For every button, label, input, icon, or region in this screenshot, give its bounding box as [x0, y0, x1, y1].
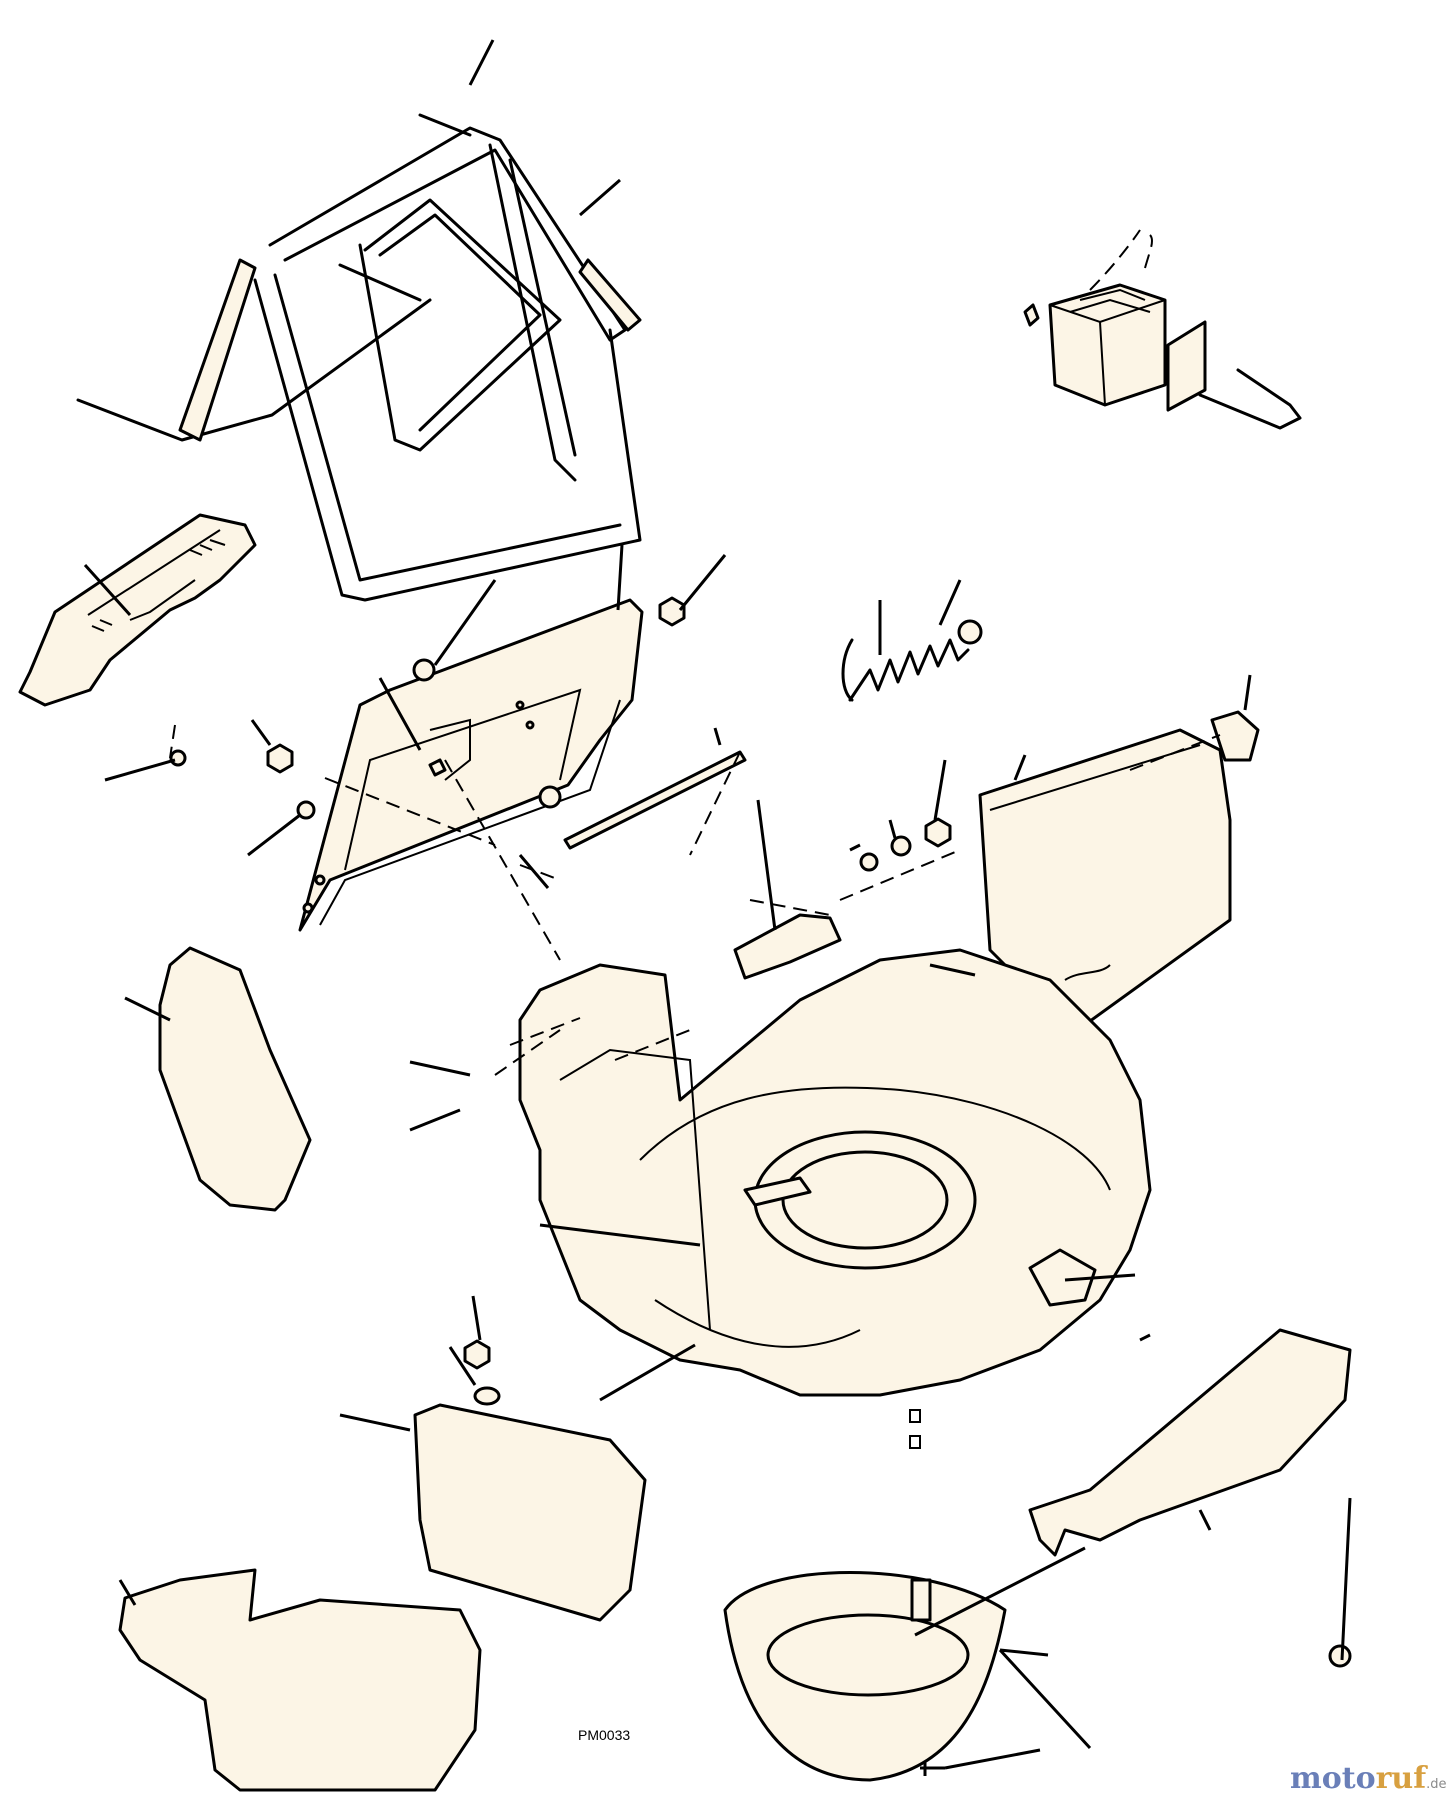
watermark-text-a: moto — [1290, 1761, 1376, 1796]
hinge-rod — [563, 750, 747, 850]
front-guard — [413, 1403, 647, 1622]
latch-bracket — [733, 913, 842, 980]
watermark-text-b: ruf — [1376, 1761, 1429, 1796]
leader-lines — [83, 39, 1352, 1770]
svg-text:motoruf.de: motoruf.de — [1290, 1761, 1447, 1796]
front-shield — [118, 1568, 482, 1792]
small-hardware — [266, 596, 1352, 1776]
mower-deck — [518, 948, 1152, 1449]
battery-assembly — [1023, 229, 1302, 430]
watermark-suffix: .de — [1426, 1777, 1446, 1792]
grass-bag-frame — [76, 113, 642, 602]
assembly-lines — [169, 724, 1221, 1076]
rear-flap — [18, 513, 257, 767]
side-shield — [158, 946, 312, 1212]
watermark-logo: motoruf.de — [1290, 1761, 1447, 1796]
torsion-spring — [841, 638, 970, 702]
drawing-code: PM0033 — [578, 1727, 630, 1743]
blade-housing — [723, 1571, 1007, 1782]
side-skirt — [1028, 1328, 1352, 1557]
deflector-door — [298, 598, 644, 932]
rear-cover — [978, 710, 1260, 1052]
